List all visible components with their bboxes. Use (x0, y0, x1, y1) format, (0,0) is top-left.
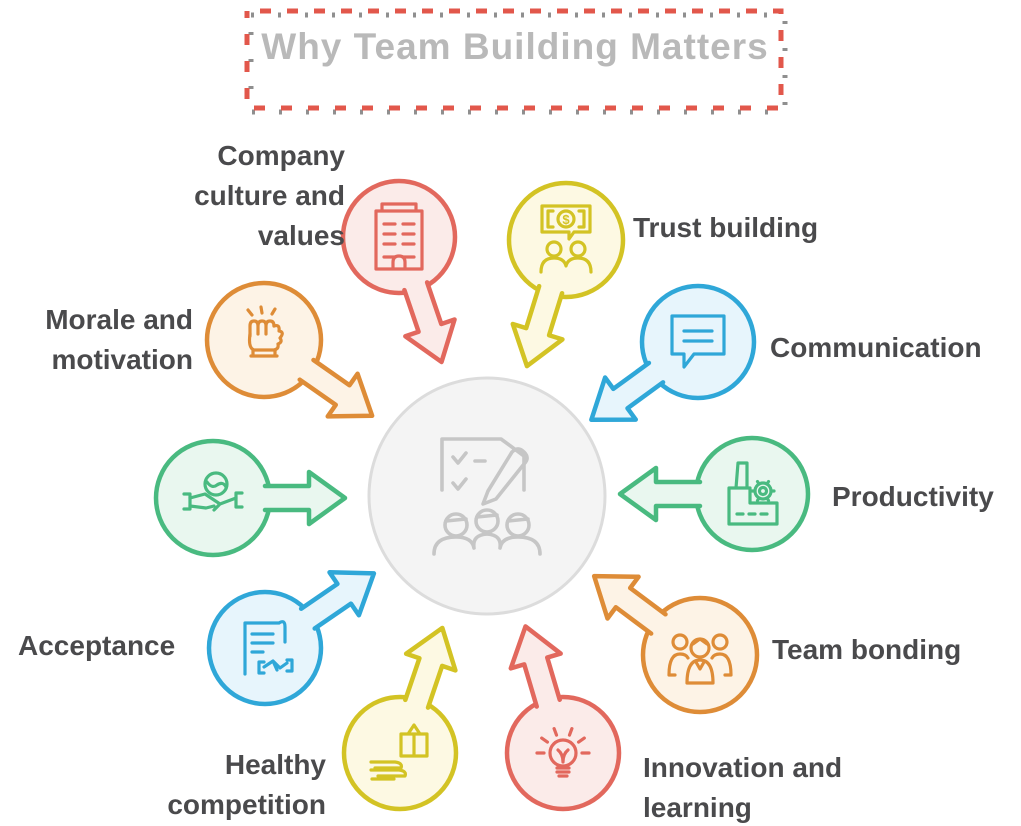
label-company-culture-values: Company culture and values (194, 140, 345, 251)
node-healthy-competition (341, 620, 467, 812)
label-productivity: Productivity (832, 481, 994, 512)
label-acceptance: Acceptance (18, 630, 176, 661)
contract-handshake-icon (243, 620, 294, 676)
label-innovation-and-learning: Innovation and learning (643, 752, 843, 823)
center-node (367, 376, 607, 616)
node-morale-and-motivation (204, 280, 387, 437)
chat-bubble-icon (670, 314, 726, 369)
node-communication (576, 283, 757, 441)
node-global-cooperation (153, 438, 345, 558)
node-productivity (620, 435, 811, 553)
gift-hand-icon (369, 723, 429, 781)
label-healthy-competition: Healthy competition (167, 749, 326, 820)
node-company-culture-values (340, 178, 466, 370)
label-team-bonding: Team bonding (772, 634, 962, 665)
checklist-meeting-icon (432, 437, 542, 556)
office-building-icon (374, 202, 424, 271)
money-talk-icon: $ (539, 204, 593, 274)
title-border (244, 8, 788, 115)
label-morale-and-motivation: Morale and motivation (45, 304, 193, 375)
label-communication: Communication (770, 332, 982, 363)
node-acceptance (206, 552, 389, 707)
node-innovation-and-learning (501, 619, 622, 812)
globe-handshake-icon (182, 471, 244, 512)
svg-text:$: $ (562, 212, 570, 227)
label-trust-building: Trust building (633, 212, 819, 243)
factory-icon (727, 461, 779, 526)
raised-fist-icon (246, 305, 284, 358)
team-people-icon (667, 633, 733, 685)
node-team-bonding (579, 555, 760, 715)
lightbulb-icon (535, 727, 591, 778)
node-trust-building: $ (502, 180, 626, 374)
diagram-title: Why Team Building Matters (261, 26, 769, 67)
